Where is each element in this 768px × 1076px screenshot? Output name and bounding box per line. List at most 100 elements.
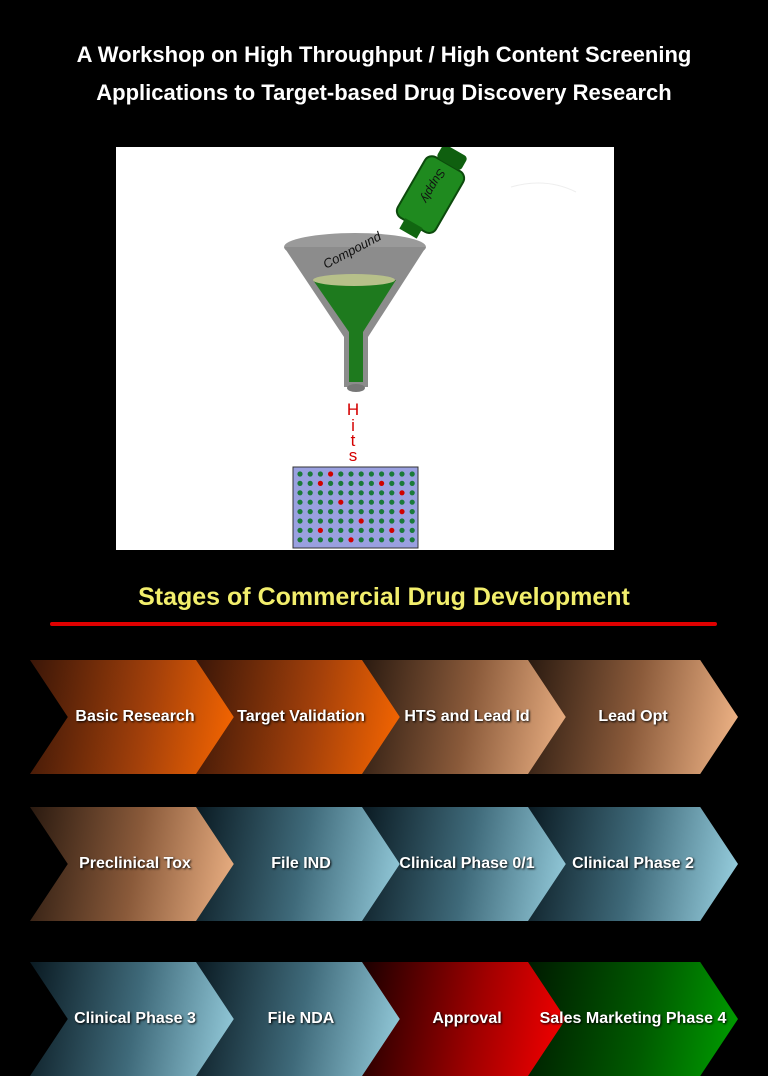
well <box>368 537 374 543</box>
well <box>297 471 303 477</box>
stage-label: HTS and Lead Id <box>404 708 530 725</box>
well <box>379 527 385 533</box>
well <box>389 471 395 477</box>
well <box>358 499 364 505</box>
well <box>389 499 395 505</box>
well <box>317 527 323 533</box>
well <box>348 537 354 543</box>
well <box>317 499 323 505</box>
stage-label: Sales Marketing Phase 4 <box>539 1010 727 1027</box>
well <box>368 518 374 524</box>
well <box>368 509 374 515</box>
well <box>348 471 354 477</box>
well <box>389 537 395 543</box>
funnel-icon <box>284 233 426 392</box>
stage-chevron: Clinical Phase 2 <box>528 807 738 921</box>
well <box>328 537 334 543</box>
title-line-2: Applications to Target-based Drug Discov… <box>96 80 672 105</box>
well <box>379 537 385 543</box>
well <box>409 471 415 477</box>
well <box>389 509 395 515</box>
well <box>338 490 344 496</box>
well <box>409 509 415 515</box>
well-plate <box>292 466 419 549</box>
well <box>328 518 334 524</box>
well <box>317 490 323 496</box>
well <box>297 499 303 505</box>
hits-letter: i <box>351 416 355 435</box>
well <box>348 527 354 533</box>
well <box>399 490 405 496</box>
well <box>307 509 313 515</box>
well <box>389 518 395 524</box>
stage-label: File NDA <box>267 1010 335 1027</box>
funnel-diagram: Supply Compound H i t s <box>284 147 577 549</box>
section-heading: Stages of Commercial Drug Development <box>138 583 630 611</box>
well <box>399 527 405 533</box>
well <box>307 490 313 496</box>
well <box>328 499 334 505</box>
well <box>409 518 415 524</box>
well <box>379 518 385 524</box>
stage-chevron: Sales Marketing Phase 4 <box>528 962 738 1076</box>
well <box>297 527 303 533</box>
page-title: A Workshop on High Throughput / High Con… <box>0 36 768 112</box>
stage-label: Clinical Phase 0/1 <box>399 855 535 872</box>
well <box>358 509 364 515</box>
stage-label: Clinical Phase 2 <box>572 855 694 872</box>
well <box>379 490 385 496</box>
stage-label: Clinical Phase 3 <box>74 1010 196 1027</box>
well <box>297 537 303 543</box>
well <box>409 480 415 486</box>
well <box>338 537 344 543</box>
stage-chevron: Lead Opt <box>528 660 738 774</box>
well <box>399 471 405 477</box>
stage-chevron: Target Validation <box>196 660 406 774</box>
well <box>307 537 313 543</box>
well <box>297 480 303 486</box>
well <box>358 537 364 543</box>
well <box>409 499 415 505</box>
well <box>368 499 374 505</box>
well <box>317 471 323 477</box>
well <box>348 499 354 505</box>
well <box>399 509 405 515</box>
well <box>328 471 334 477</box>
well <box>399 518 405 524</box>
well <box>368 490 374 496</box>
well <box>358 527 364 533</box>
heading-rule <box>50 622 717 626</box>
stage-label: Target Validation <box>237 708 365 725</box>
well <box>338 471 344 477</box>
stage-chevron: Preclinical Tox <box>30 807 240 921</box>
well <box>368 471 374 477</box>
well <box>368 527 374 533</box>
stage-chevron: File IND <box>196 807 406 921</box>
well <box>358 480 364 486</box>
well <box>379 509 385 515</box>
well <box>389 480 395 486</box>
well <box>317 509 323 515</box>
stage-chevron: Basic Research <box>30 660 240 774</box>
hits-letter: H <box>347 400 359 419</box>
well <box>297 490 303 496</box>
well <box>409 527 415 533</box>
well <box>297 509 303 515</box>
well <box>348 518 354 524</box>
well <box>358 490 364 496</box>
well <box>358 518 364 524</box>
well <box>307 499 313 505</box>
hits-letter: s <box>349 446 358 465</box>
well <box>317 537 323 543</box>
well <box>409 537 415 543</box>
well <box>328 509 334 515</box>
well <box>307 480 313 486</box>
well <box>328 527 334 533</box>
well <box>317 518 323 524</box>
stage-chevron: HTS and Lead Id <box>362 660 572 774</box>
well <box>358 471 364 477</box>
well <box>348 509 354 515</box>
stage-chevron: Clinical Phase 0/1 <box>362 807 572 921</box>
well <box>389 490 395 496</box>
well <box>338 518 344 524</box>
